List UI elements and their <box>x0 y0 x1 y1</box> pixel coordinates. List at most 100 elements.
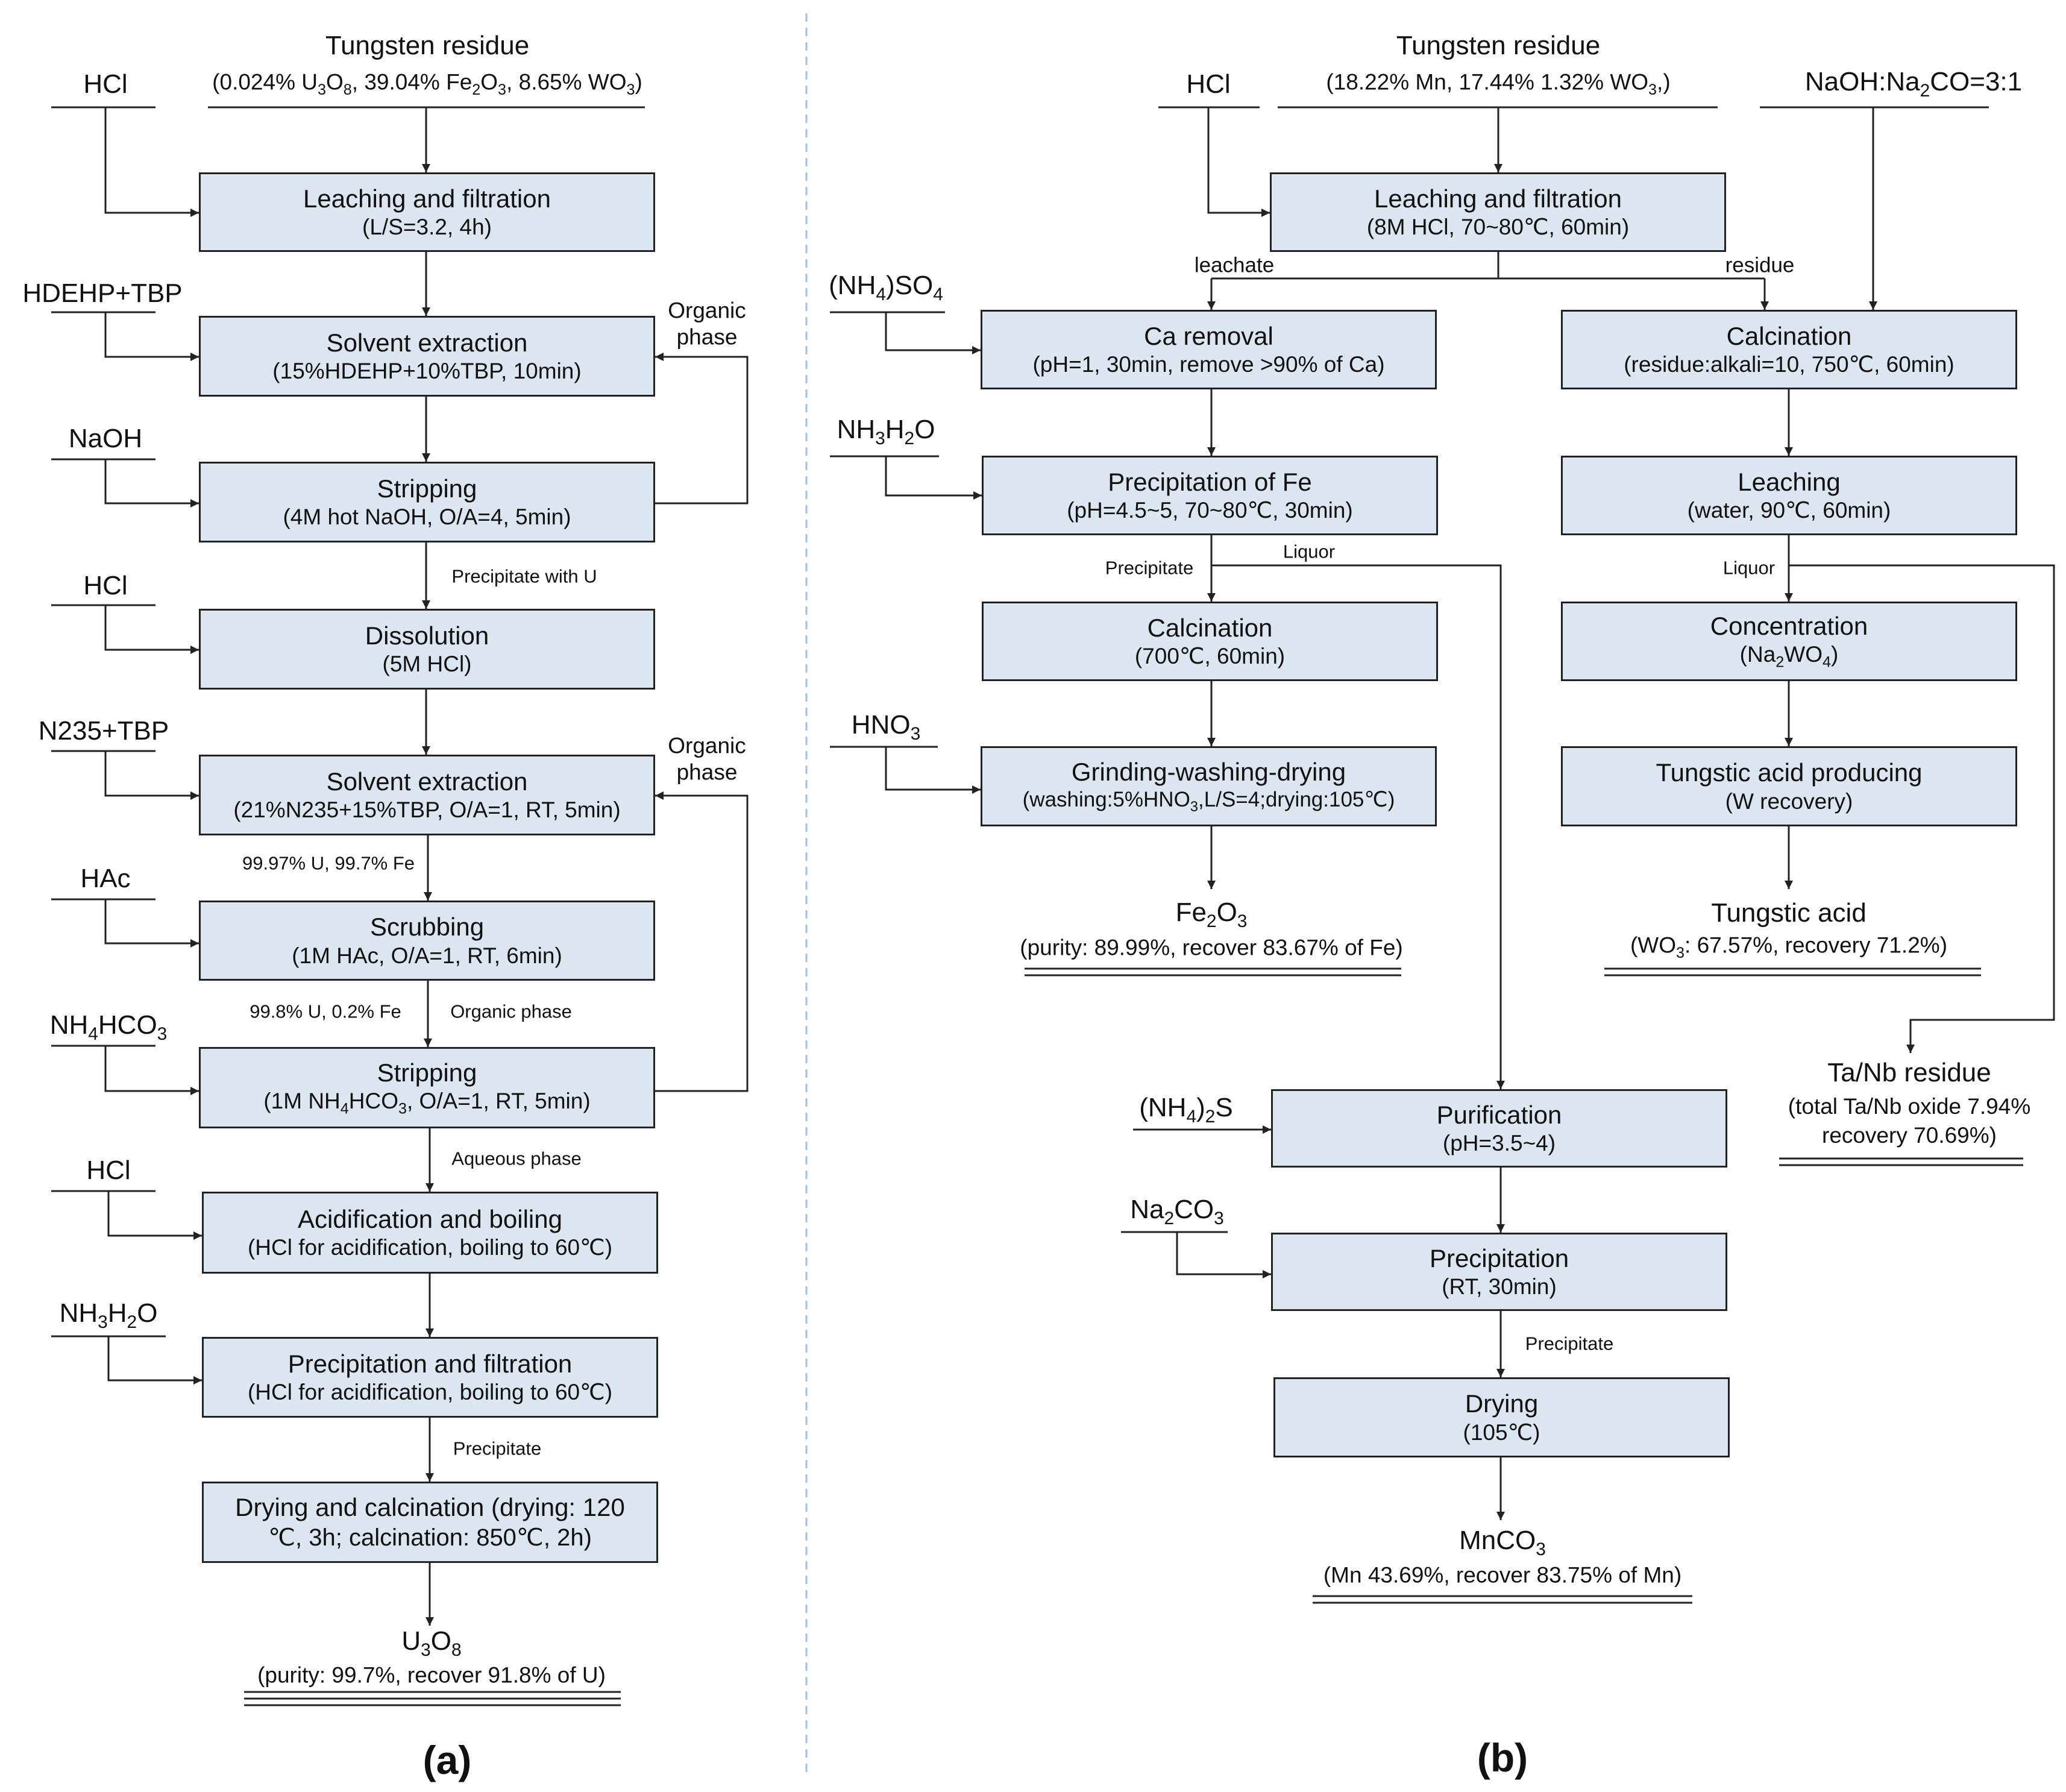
step-params: ℃, 3h; calcination: 850℃, 2h) <box>268 1524 592 1551</box>
step-b-leaching-water: Leaching (water, 90℃, 60min) <box>1561 456 2017 535</box>
reagent-b-na2co3: Na2CO3 <box>1130 1196 1224 1228</box>
reagent-b-nh3h2o-text: NH3H2O <box>837 415 935 448</box>
step-a-dissolution: Dissolution (5M HCl) <box>199 609 655 690</box>
product-tungstic-acid-detail-text: (WO3: 67.57%, recovery 71.2%) <box>1630 932 1948 962</box>
step-title: Solvent extraction <box>326 328 528 357</box>
recycle-label-organic-1: Organic phase <box>668 298 746 350</box>
step-params: (washing:5%HNO3,L/S=4;drying:105℃) <box>1023 787 1395 816</box>
step-title: Drying and calcination (drying: 120 <box>235 1493 625 1522</box>
step-b-leaching: Leaching and filtration (8M HCl, 70~80℃,… <box>1270 172 1726 252</box>
step-title: Calcination <box>1147 613 1273 642</box>
step-a-scrubbing: Scrubbing (1M HAc, O/A=1, RT, 6min) <box>199 901 655 981</box>
step-title: Leaching and filtration <box>1374 184 1622 213</box>
flow-label-organic-phase: Organic phase <box>450 1001 572 1022</box>
feed-title-b: Tungsten residue <box>1396 31 1601 60</box>
step-a-solvent-extraction-2: Solvent extraction (21%N235+15%TBP, O/A=… <box>199 755 655 835</box>
reagent-b-nh3h2o: NH3H2O <box>837 417 935 448</box>
step-title: Grinding-washing-drying <box>1071 757 1346 786</box>
step-a-leaching: Leaching and filtration (L/S=3.2, 4h) <box>199 172 655 252</box>
step-b-ca-removal: Ca removal (pH=1, 30min, remove >90% of … <box>981 310 1437 389</box>
reagent-a-hdehp-tbp: HDEHP+TBP <box>22 278 183 308</box>
split-label-leachate: leachate <box>1194 253 1275 277</box>
step-params: (water, 90℃, 60min) <box>1687 498 1891 523</box>
step-params: (pH=1, 30min, remove >90% of Ca) <box>1032 352 1385 377</box>
product-mnco3-detail: (Mn 43.69%, recover 83.75% of Mn) <box>1323 1562 1682 1588</box>
flow-label-precipitate-a: Precipitate <box>453 1438 542 1459</box>
step-title: Acidification and boiling <box>298 1204 562 1233</box>
step-params: (15%HDEHP+10%TBP, 10min) <box>272 359 582 383</box>
step-title: Scrubbing <box>369 913 485 942</box>
reagent-a-n235-tbp: N235+TBP <box>38 716 169 746</box>
step-b-precipitation-mn: Precipitation (RT, 30min) <box>1271 1233 1727 1311</box>
reagent-b-hcl: HCl <box>1186 69 1231 99</box>
step-b-grinding: Grinding-washing-drying (washing:5%HNO3,… <box>981 746 1437 826</box>
flow-label-u-fe-2: 99.8% U, 0.2% Fe <box>250 1001 401 1022</box>
flow-label-u-fe-1: 99.97% U, 99.7% Fe <box>242 852 415 874</box>
step-b-calcination-fe: Calcination (700℃, 60min) <box>982 602 1438 681</box>
feed-title-a: Tungsten residue <box>325 31 530 60</box>
step-a-stripping-2-params-text: (1M NH4HCO3, O/A=1, RT, 5min) <box>263 1088 591 1118</box>
step-params: (105℃) <box>1463 1419 1540 1445</box>
step-b-purification: Purification (pH=3.5~4) <box>1271 1089 1727 1168</box>
step-params: (Na2WO4) <box>1740 641 1839 671</box>
reagent-b-nh42s-text: (NH4)2S <box>1139 1093 1233 1127</box>
reagent-b-na2co3-text: Na2CO3 <box>1130 1195 1224 1228</box>
step-b-concentration: Concentration (Na2WO4) <box>1561 602 2017 681</box>
step-params: (HCl for acidification, boiling to 60℃) <box>247 1380 613 1404</box>
flow-label-precipitate-mn: Precipitate <box>1525 1333 1614 1354</box>
reagent-a-hcl-2: HCl <box>83 571 128 600</box>
step-title: Drying <box>1465 1389 1539 1418</box>
step-title: Precipitation <box>1429 1243 1569 1272</box>
step-title: Leaching <box>1738 467 1841 496</box>
product-tanb-residue-name: Ta/Nb residue <box>1827 1058 1991 1087</box>
step-a-solvent-extraction-1: Solvent extraction (15%HDEHP+10%TBP, 10m… <box>199 316 655 397</box>
step-title: Solvent extraction <box>326 767 528 796</box>
step-title: Precipitation of Fe <box>1108 467 1312 496</box>
product-tanb-residue-detail: (total Ta/Nb oxide 7.94% recovery 70.69%… <box>1788 1093 2031 1148</box>
reagent-b-nh42s: (NH4)2S <box>1139 1095 1233 1126</box>
step-a-acidification: Acidification and boiling (HCl for acidi… <box>202 1192 658 1274</box>
step-params: (8M HCl, 70~80℃, 60min) <box>1366 215 1630 239</box>
step-b-calcination-alkali: Calcination (residue:alkali=10, 750℃, 60… <box>1561 310 2017 389</box>
feed-composition-a: (0.024% U3O8, 39.04% Fe2O3, 8.65% WO3) <box>212 71 642 98</box>
step-params: (RT, 30min) <box>1442 1274 1557 1299</box>
step-b-concentration-params-text: (Na2WO4) <box>1739 642 1839 671</box>
reagent-b-hno3: HNO3 <box>852 712 920 743</box>
step-params: (4M hot NaOH, O/A=4, 5min) <box>283 505 571 529</box>
product-mnco3-name-text: MnCO3 <box>1459 1526 1546 1559</box>
step-title: Leaching and filtration <box>303 184 551 213</box>
step-b-tungstic-acid: Tungstic acid producing (W recovery) <box>1561 746 2017 826</box>
reagent-a-naoh: NaOH <box>68 424 143 453</box>
step-title: Precipitation and filtration <box>287 1349 573 1378</box>
product-fe2o3-name: Fe2O3 <box>1176 899 1248 931</box>
product-u3o8-detail: (purity: 99.7%, recover 91.8% of U) <box>257 1662 606 1688</box>
feed-composition-b-text: (18.22% Mn, 17.44% 1.32% WO3,) <box>1326 69 1671 99</box>
reagent-a-nh3h2o: NH3H2O <box>60 1300 158 1331</box>
panel-label-b: (b) <box>1477 1735 1528 1780</box>
product-tungstic-acid-name: Tungstic acid <box>1711 898 1867 928</box>
step-b-grinding-params-text: (washing:5%HNO3,L/S=4;drying:105℃) <box>1022 787 1395 815</box>
step-params: (W recovery) <box>1725 788 1853 814</box>
step-params: (5M HCl) <box>382 652 472 676</box>
reagent-b-nh4so4: (NH4)SO4 <box>829 272 943 304</box>
step-a-stripping-1: Stripping (4M hot NaOH, O/A=4, 5min) <box>199 462 655 542</box>
reagent-a-hac: HAc <box>80 864 131 893</box>
reagent-a-hcl-3: HCl <box>86 1155 131 1185</box>
product-u3o8-name: U3O8 <box>401 1628 461 1659</box>
step-title: Stripping <box>377 1058 477 1087</box>
step-params: (700℃, 60min) <box>1134 644 1286 668</box>
product-u3o8-name-text: U3O8 <box>401 1626 462 1660</box>
flow-label-aqueous-phase: Aqueous phase <box>451 1148 582 1169</box>
step-params: (pH=4.5~5, 70~80℃, 30min) <box>1067 498 1353 523</box>
reagent-b-hno3-text: HNO3 <box>851 710 921 744</box>
step-a-precipitation: Precipitation and filtration (HCl for ac… <box>202 1337 658 1418</box>
reagent-b-naoh-na2co: NaOH:Na2CO=3:1 <box>1805 69 2022 100</box>
step-title: Calcination <box>1726 321 1852 350</box>
recycle-label-organic-2: Organic phase <box>668 733 746 785</box>
step-title: Tungstic acid producing <box>1656 758 1923 787</box>
product-fe2o3-name-text: Fe2O3 <box>1175 898 1248 931</box>
step-params: (L/S=3.2, 4h) <box>362 215 492 239</box>
reagent-a-nh3h2o-text: NH3H2O <box>59 1298 158 1332</box>
